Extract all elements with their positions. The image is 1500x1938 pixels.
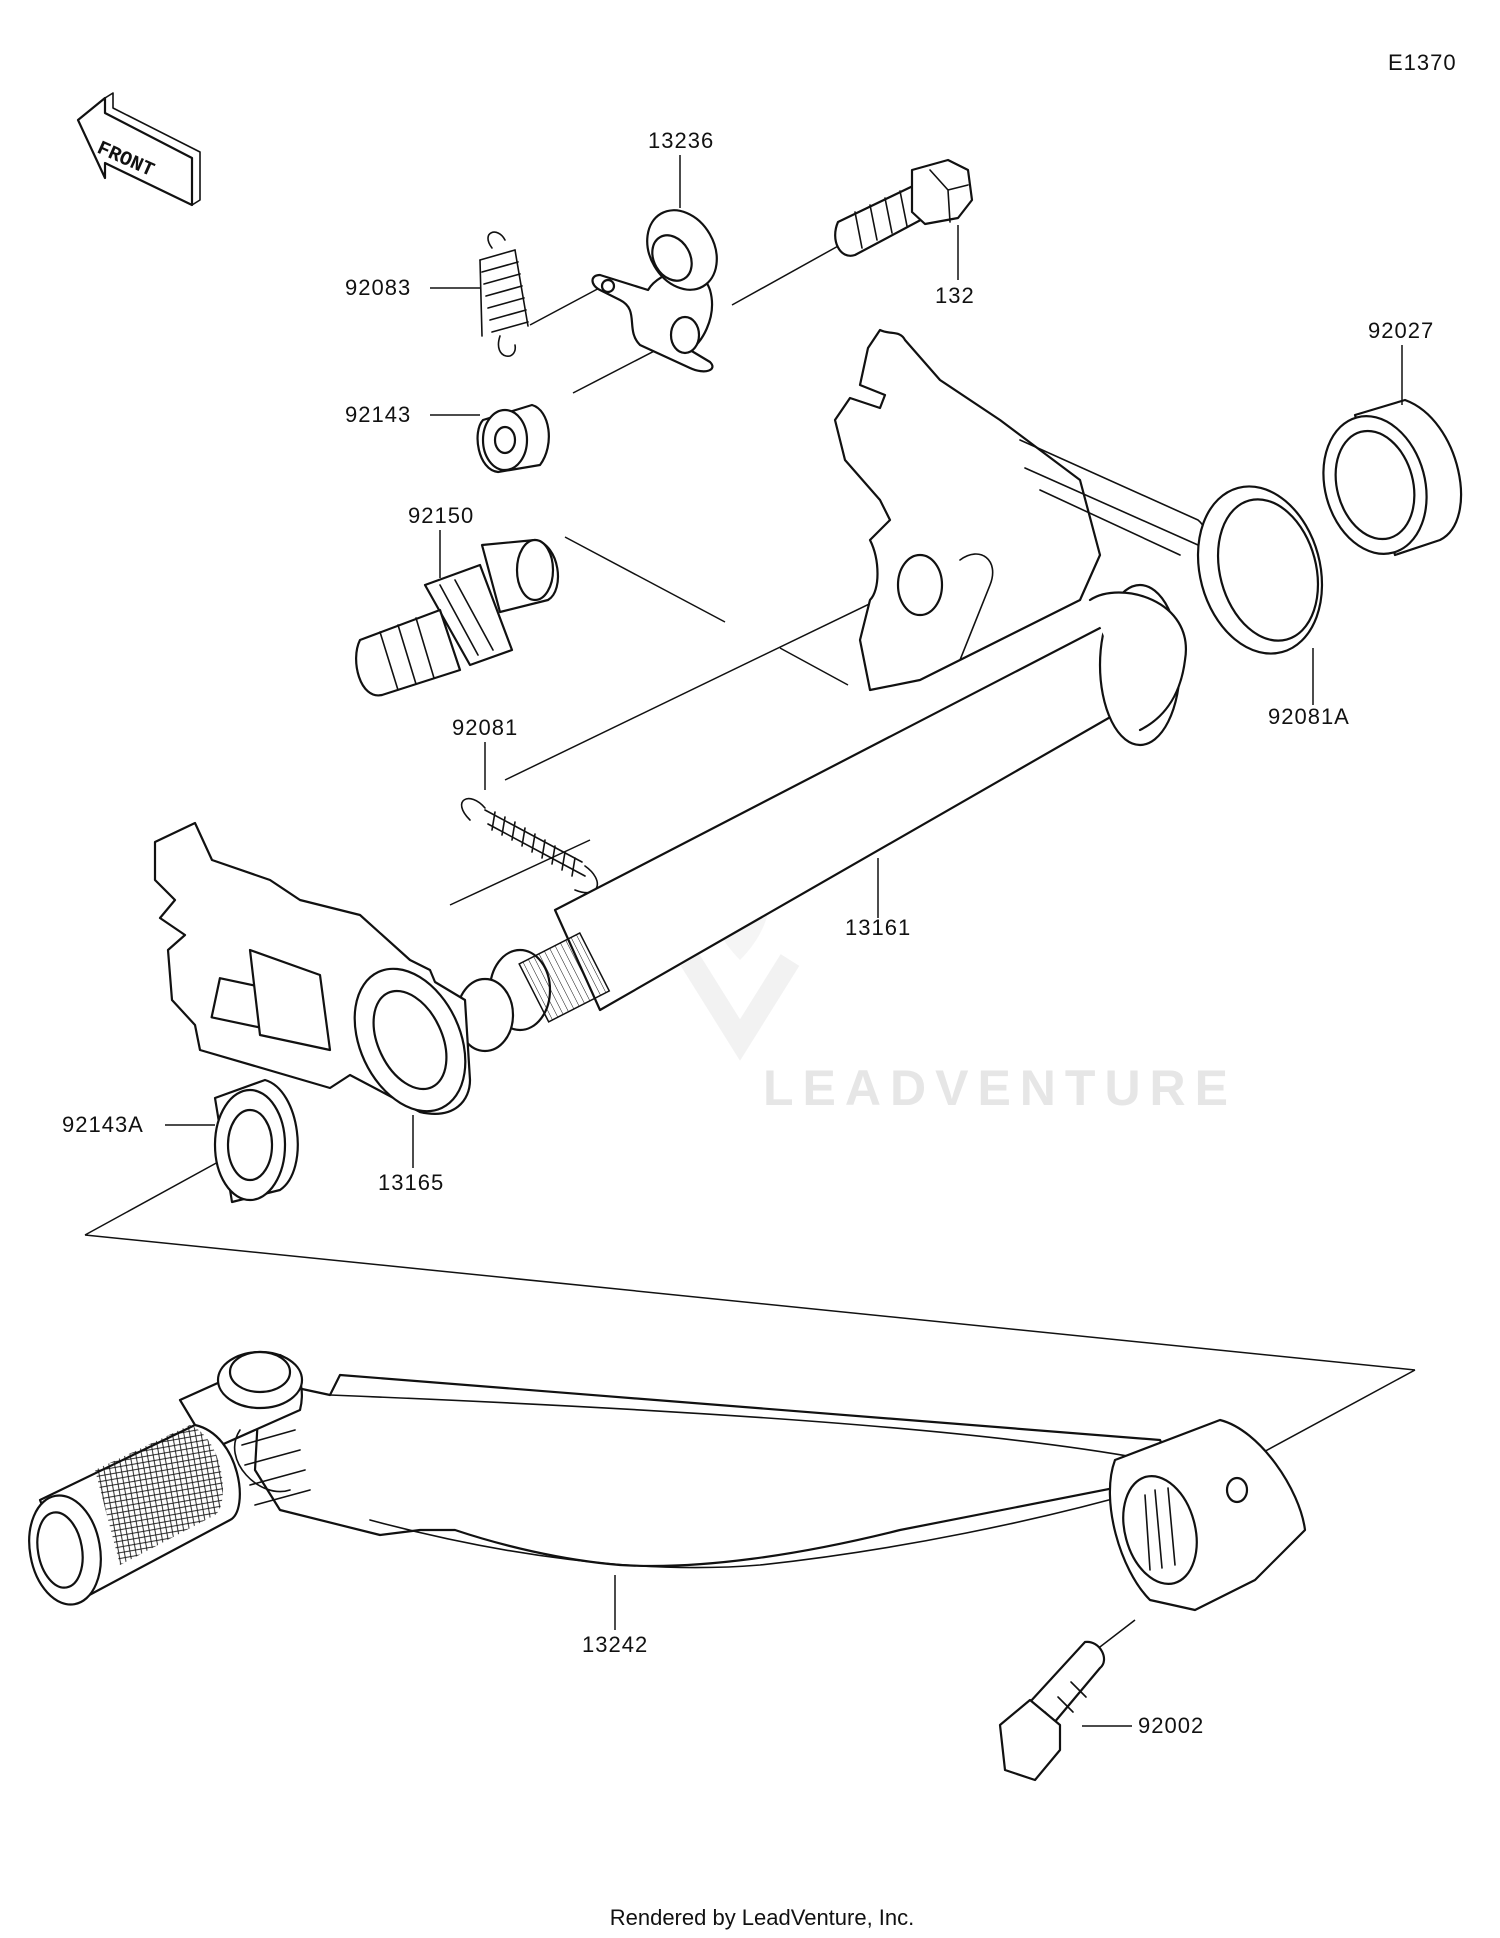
part-labels: 13236 92083 132 92143 92027 92150 92081A… <box>62 128 1434 1738</box>
diagram-id: E1370 <box>1388 50 1457 75</box>
part-92081-spring <box>460 797 599 894</box>
label-92027: 92027 <box>1368 318 1434 343</box>
part-92083-spring <box>479 231 529 357</box>
part-13165-shift-plate <box>153 821 472 1115</box>
footer-credit: Rendered by LeadVenture, Inc. <box>610 1905 915 1930</box>
label-92143A: 92143A <box>62 1112 144 1137</box>
assembly-lines <box>84 244 1416 1671</box>
part-92002-bolt <box>998 1640 1106 1782</box>
part-132-bolt <box>834 158 974 257</box>
part-13236-plate <box>591 209 718 373</box>
part-13242-shift-lever <box>28 1350 1307 1612</box>
label-92081: 92081 <box>452 715 518 740</box>
front-arrow-icon: FRONT <box>76 92 201 207</box>
part-92027-bushing <box>1322 398 1463 557</box>
callout-leaders <box>165 155 1403 1727</box>
label-92150: 92150 <box>408 503 474 528</box>
part-13161-shaft <box>455 328 1187 1053</box>
watermark-text: LEADVENTURE <box>763 1060 1237 1116</box>
part-92081A-spring <box>1019 439 1324 655</box>
label-92002: 92002 <box>1138 1713 1204 1738</box>
label-13236: 13236 <box>648 128 714 153</box>
label-13161: 13161 <box>845 915 911 940</box>
label-92081A: 92081A <box>1268 704 1350 729</box>
label-92083: 92083 <box>345 275 411 300</box>
label-13242: 13242 <box>582 1632 648 1657</box>
part-92143-collar <box>476 403 550 474</box>
label-13165: 13165 <box>378 1170 444 1195</box>
part-92143A-washer <box>213 1078 299 1204</box>
label-92143: 92143 <box>345 402 411 427</box>
part-92150-pin <box>355 538 560 697</box>
label-132: 132 <box>935 283 975 308</box>
